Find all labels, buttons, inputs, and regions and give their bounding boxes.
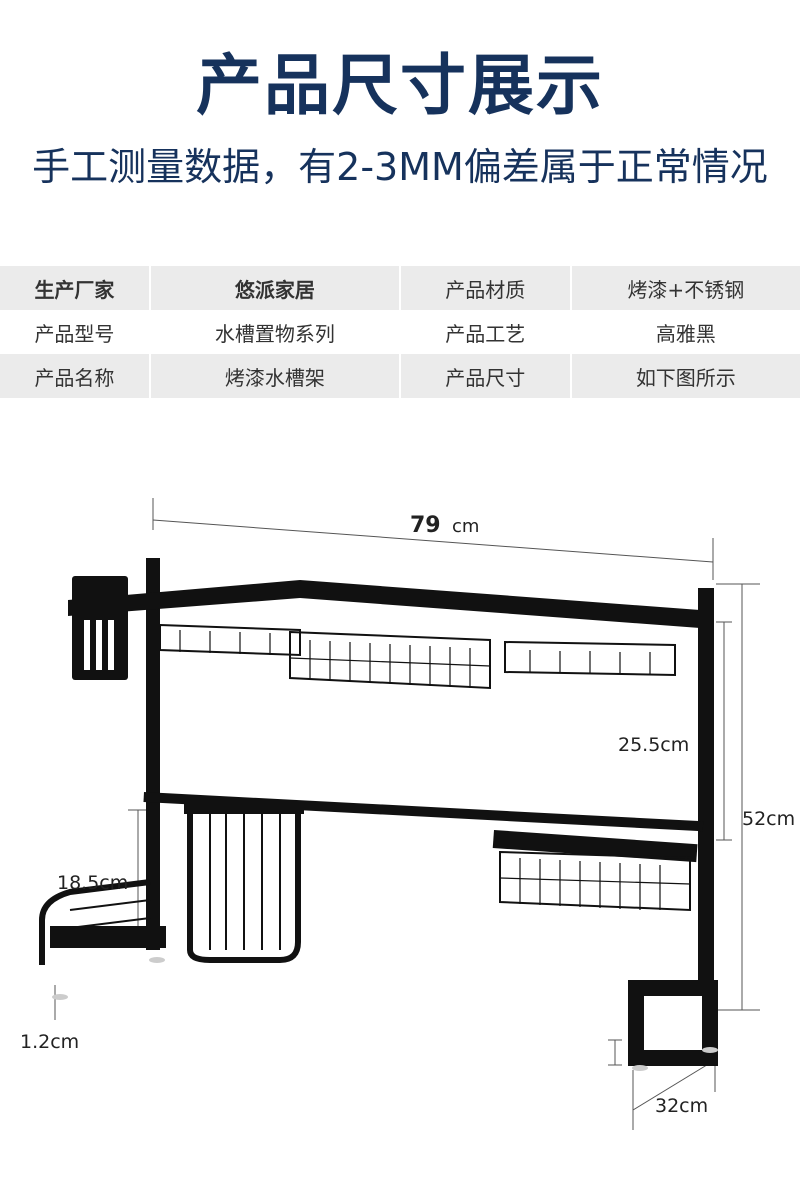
- page-title: 产品尺寸展示: [196, 47, 604, 124]
- page-subtitle: 手工测量数据，有2-3MM偏差属于正常情况: [32, 145, 768, 189]
- total-height-label: 52cm: [742, 808, 795, 830]
- spec-label: 产品尺寸: [400, 354, 572, 398]
- width-value: 79: [410, 513, 441, 538]
- spec-label: 产品工艺: [400, 310, 572, 354]
- spec-value: 烤漆+不锈钢: [571, 266, 800, 310]
- spec-label: 生产厂家: [0, 266, 151, 310]
- spec-label: 产品型号: [0, 310, 151, 354]
- left-height-label: 18.5cm: [57, 872, 128, 894]
- width-unit: cm: [452, 516, 479, 537]
- spec-value: 如下图所示: [571, 354, 800, 398]
- depth-label: 32cm: [655, 1095, 708, 1117]
- spec-row: 产品型号 水槽置物系列 产品工艺 高雅黑: [0, 310, 800, 354]
- foot-height-label: 1.2cm: [20, 1031, 79, 1053]
- spec-value: 高雅黑: [571, 310, 800, 354]
- wire-baskets: [39, 623, 691, 965]
- spec-table: 生产厂家 悠派家居 产品材质 烤漆+不锈钢 产品型号 水槽置物系列 产品工艺 高…: [0, 266, 800, 398]
- product-diagram: 79 cm 25.5cm 52cm 18.5cm 1.2cm 32cm: [20, 498, 795, 1130]
- spec-row: 产品名称 烤漆水槽架 产品尺寸 如下图所示: [0, 354, 800, 398]
- spec-label: 产品名称: [0, 354, 151, 398]
- spec-row: 生产厂家 悠派家居 产品材质 烤漆+不锈钢: [0, 266, 800, 310]
- spec-value: 悠派家居: [150, 266, 401, 310]
- dimension-lines: [54, 498, 760, 1130]
- mid-height-label: 25.5cm: [618, 734, 689, 756]
- spec-label: 产品材质: [400, 266, 572, 310]
- spec-value: 水槽置物系列: [150, 310, 401, 354]
- spec-value: 烤漆水槽架: [150, 354, 401, 398]
- dish-rack-illustration: [39, 558, 718, 1071]
